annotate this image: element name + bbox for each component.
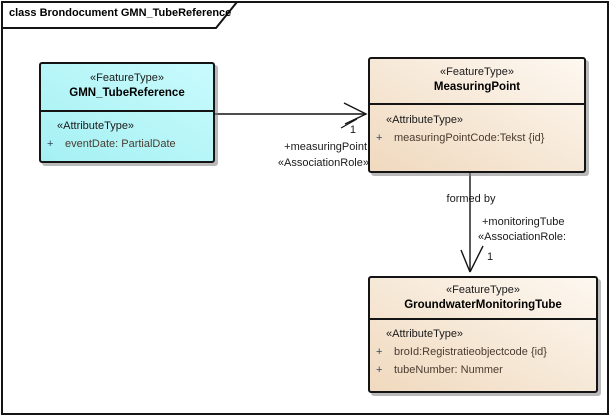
attribute-text: measuringPointCode:Tekst {id}	[394, 132, 545, 144]
class-name: GMN_TubeReference	[69, 87, 185, 99]
attribute-row[interactable]: + broId:Registratieobjectcode {id}	[370, 345, 596, 359]
attribute-row[interactable]: + eventDate: PartialDate	[41, 137, 213, 151]
class-name: MeasuringPoint	[433, 81, 521, 93]
attribute-text: eventDate: PartialDate	[65, 138, 176, 150]
association-name[interactable]: formed by	[446, 193, 496, 205]
class-stereotype: «FeatureType»	[446, 284, 520, 296]
attribute-text: broId:Registratieobjectcode {id}	[394, 346, 547, 358]
visibility-marker: +	[376, 132, 383, 144]
attribute-stereotype: «AttributeType»	[57, 120, 135, 132]
association-stereotype[interactable]: «AssociationRole»	[277, 157, 369, 169]
attribute-row[interactable]: + tubeNumber: Nummer	[370, 363, 596, 377]
diagram-title: class Brondocument GMN_TubeReference	[9, 7, 232, 19]
visibility-marker: +	[47, 138, 54, 150]
class-measuringpoint[interactable]: «FeatureType» MeasuringPoint «AttributeT…	[368, 57, 586, 173]
open-arrowhead-icon	[343, 102, 368, 125]
association-arrow-measuringpoint[interactable]	[215, 102, 368, 129]
class-stereotype: «FeatureType»	[90, 72, 164, 84]
attribute-text: tubeNumber: Nummer	[394, 364, 503, 376]
class-name: GroundwaterMonitoringTube	[404, 299, 562, 311]
association-role-name[interactable]: +monitoringTube	[482, 216, 565, 228]
attribute-row[interactable]: + measuringPointCode:Tekst {id}	[370, 131, 584, 145]
attribute-stereotype: «AttributeType»	[386, 328, 464, 340]
class-groundwatermonitoringtube[interactable]: «FeatureType» GroundwaterMonitoringTube …	[368, 276, 598, 393]
attribute-stereotype: «AttributeType»	[386, 114, 464, 126]
class-stereotype: «FeatureType»	[440, 66, 514, 78]
association-arrow-monitoringtube[interactable]	[460, 173, 484, 273]
visibility-marker: +	[376, 346, 383, 358]
association-multiplicity[interactable]: 1	[487, 251, 494, 263]
frame-title-tab	[1, 0, 240, 29]
open-arrowhead-icon	[460, 245, 484, 273]
association-multiplicity[interactable]: 1	[349, 124, 356, 136]
association-role-name[interactable]: +measuringPoint	[284, 141, 367, 153]
class-gmn-tubereference[interactable]: «FeatureType» GMN_TubeReference «Attribu…	[39, 62, 215, 163]
visibility-marker: +	[376, 364, 383, 376]
association-stereotype[interactable]: «AssociationRole:	[478, 231, 567, 243]
